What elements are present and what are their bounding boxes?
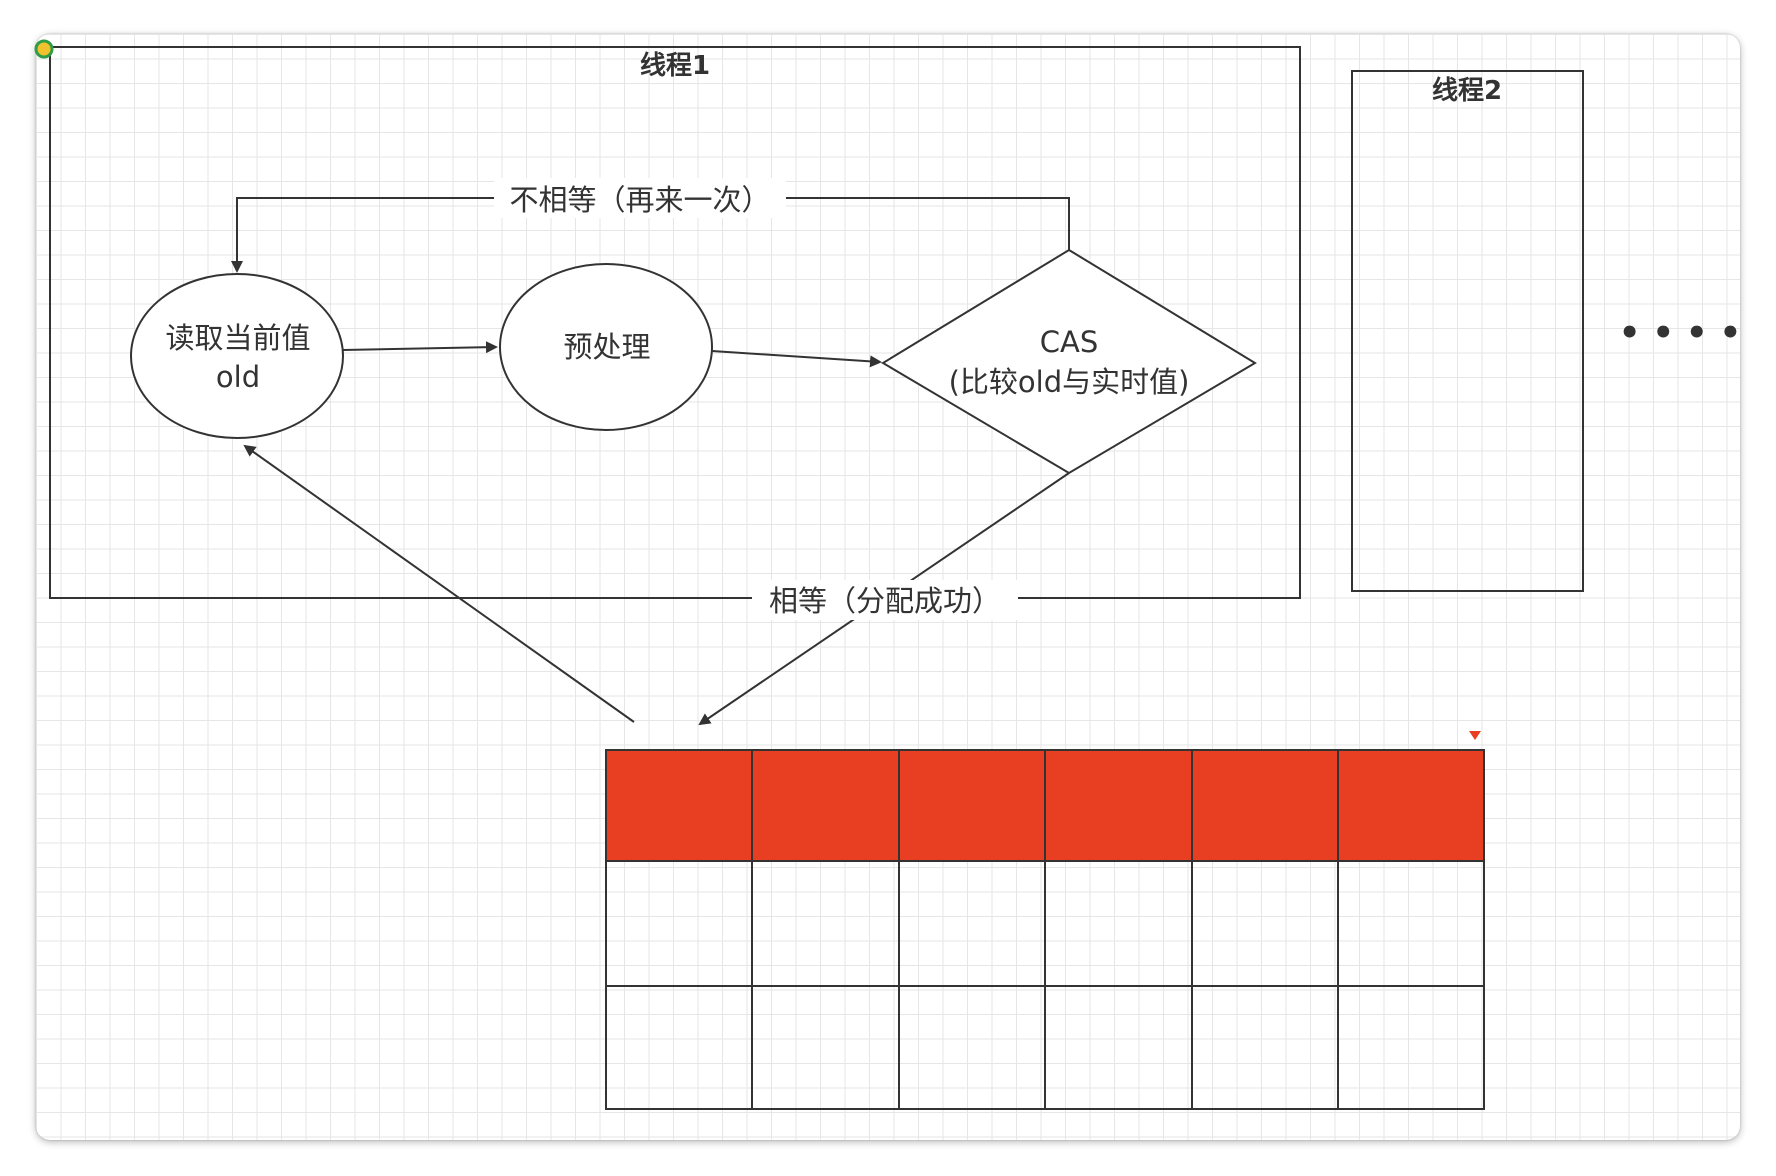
thread1-title: 线程1 — [640, 51, 710, 81]
thread1-container[interactable] — [49, 46, 1301, 599]
read-value-label: 读取当前值 — [165, 321, 310, 355]
edge-read-to-preprocess — [342, 341, 498, 354]
thread2-container[interactable] — [1351, 70, 1584, 592]
read-value-old-label: old — [216, 360, 260, 394]
thread2-title: 线程2 — [1432, 76, 1502, 106]
preprocess-label: 预处理 — [563, 330, 650, 364]
success-label-bg — [752, 580, 1018, 620]
retry-label-bg — [494, 178, 786, 218]
edge-preprocess-to-cas — [711, 350, 882, 368]
cas-decision-node[interactable] — [881, 248, 1257, 475]
drawio-anchor-icon — [34, 39, 54, 59]
cas-compare-label: (比较old与实时值) — [949, 365, 1190, 399]
memory-block — [605, 731, 1485, 1110]
edge-memory-to-read — [243, 444, 635, 723]
more-threads-ellipsis: • • • • — [1619, 313, 1741, 353]
read-value-node[interactable] — [130, 273, 344, 439]
retry-label: 不相等（再来一次） — [509, 183, 770, 217]
success-label: 相等（分配成功） — [769, 584, 1001, 618]
cas-label: CAS — [1040, 325, 1099, 359]
allocation-pointer-marker — [1469, 731, 1481, 740]
preprocess-node[interactable] — [499, 263, 713, 431]
